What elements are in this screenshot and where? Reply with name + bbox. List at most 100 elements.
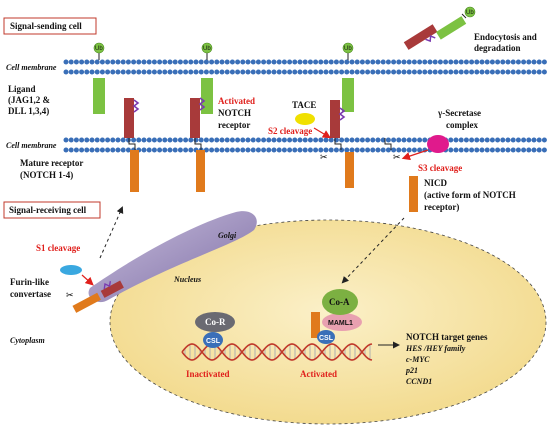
membrane-bead [541, 137, 547, 143]
membrane-bead [209, 147, 215, 153]
membrane-bead [99, 59, 105, 65]
membrane-bead [271, 137, 277, 143]
membrane-bead [521, 147, 527, 153]
membrane-bead [458, 137, 464, 143]
ligand-label-2: (JAG1,2 & [8, 95, 50, 105]
membrane-bead [370, 59, 376, 65]
membrane-bead [136, 137, 142, 143]
ub-label: Ub [466, 10, 474, 16]
membrane-bead [453, 59, 459, 65]
membrane-bead [531, 147, 537, 153]
membrane-bead [261, 69, 267, 75]
membrane-bead [344, 59, 350, 65]
membrane-bead [105, 69, 111, 75]
membrane-bead [531, 137, 537, 143]
membrane-bead [365, 69, 371, 75]
membrane-bead [307, 59, 313, 65]
membrane-bead [432, 69, 438, 75]
membrane-bead [235, 147, 241, 153]
ligand-2: Ub [201, 42, 213, 114]
membrane-bead [131, 137, 137, 143]
membrane-bead [167, 147, 173, 153]
membrane-bead [292, 147, 298, 153]
membrane-bead [261, 147, 267, 153]
membrane-bead [261, 59, 267, 65]
membrane-bead [443, 69, 449, 75]
activated-complex: MAML1 Co-A CSL [311, 289, 362, 344]
membrane-bead [203, 59, 209, 65]
membrane-bead [469, 137, 475, 143]
membrane-bead [110, 59, 116, 65]
membrane-bead [536, 147, 542, 153]
membrane-bottom-label: Cell membrane [6, 141, 57, 150]
membrane-bead [339, 147, 345, 153]
membrane-bead [250, 137, 256, 143]
membrane-bead [417, 69, 423, 75]
membrane-bead [115, 147, 121, 153]
membrane-bead [323, 147, 329, 153]
membrane-bead [73, 59, 79, 65]
signal-receiving-label: Signal-receiving cell [9, 205, 87, 215]
membrane-bead [120, 137, 126, 143]
membrane-bead [526, 137, 532, 143]
membrane-bead [99, 137, 105, 143]
membrane-bead [276, 69, 282, 75]
membrane-bead [120, 147, 126, 153]
signal-sending-box [3, 17, 97, 35]
membrane-bead [417, 59, 423, 65]
membrane-bead [73, 69, 79, 75]
membrane-bead [110, 69, 116, 75]
ub-label: Ub [203, 46, 211, 52]
membrane-bead [255, 147, 261, 153]
membrane-bead [292, 69, 298, 75]
membrane-bead [63, 147, 69, 153]
membrane-bead [318, 147, 324, 153]
membrane-bead [84, 137, 90, 143]
membrane-bead [333, 147, 339, 153]
membrane-bead [453, 147, 459, 153]
membrane-bead [359, 69, 365, 75]
membrane-bead [240, 147, 246, 153]
membrane-bead [495, 59, 501, 65]
membrane-bead [463, 147, 469, 153]
membrane-bead [219, 147, 225, 153]
membrane-bead [469, 69, 475, 75]
activated-gene-label: Activated [300, 369, 337, 379]
membrane-bead [307, 147, 313, 153]
membrane-bead [79, 137, 85, 143]
membrane-bead [297, 137, 303, 143]
signal-sending-label: Signal-sending cell [10, 21, 82, 31]
membrane-bead [536, 69, 542, 75]
membrane-bead [479, 59, 485, 65]
membrane-bead [157, 59, 163, 65]
membrane-bead [281, 69, 287, 75]
membrane-bead [505, 59, 511, 65]
membrane-bead [240, 59, 246, 65]
membrane-bead [406, 147, 412, 153]
membrane-bead [458, 59, 464, 65]
membrane-bead [235, 59, 241, 65]
membrane-bead [146, 137, 152, 143]
membrane-bead [271, 59, 277, 65]
membrane-bead [68, 69, 74, 75]
membrane-bead [411, 59, 417, 65]
membrane-bead [474, 147, 480, 153]
membrane-bead [396, 137, 402, 143]
membrane-bead [198, 137, 204, 143]
membrane-bead [380, 137, 386, 143]
membrane-bead [203, 137, 209, 143]
membrane-bead [224, 69, 230, 75]
membrane-bead [391, 59, 397, 65]
membrane-bead [255, 59, 261, 65]
membrane-bead [136, 69, 142, 75]
membrane-bead [250, 59, 256, 65]
membrane-bead [505, 69, 511, 75]
membrane-bead [203, 147, 209, 153]
membrane-bead [489, 69, 495, 75]
membrane-bead [406, 69, 412, 75]
membrane-bead [177, 59, 183, 65]
membrane-bead [463, 137, 469, 143]
membrane-bead [396, 147, 402, 153]
membrane-bead [375, 147, 381, 153]
